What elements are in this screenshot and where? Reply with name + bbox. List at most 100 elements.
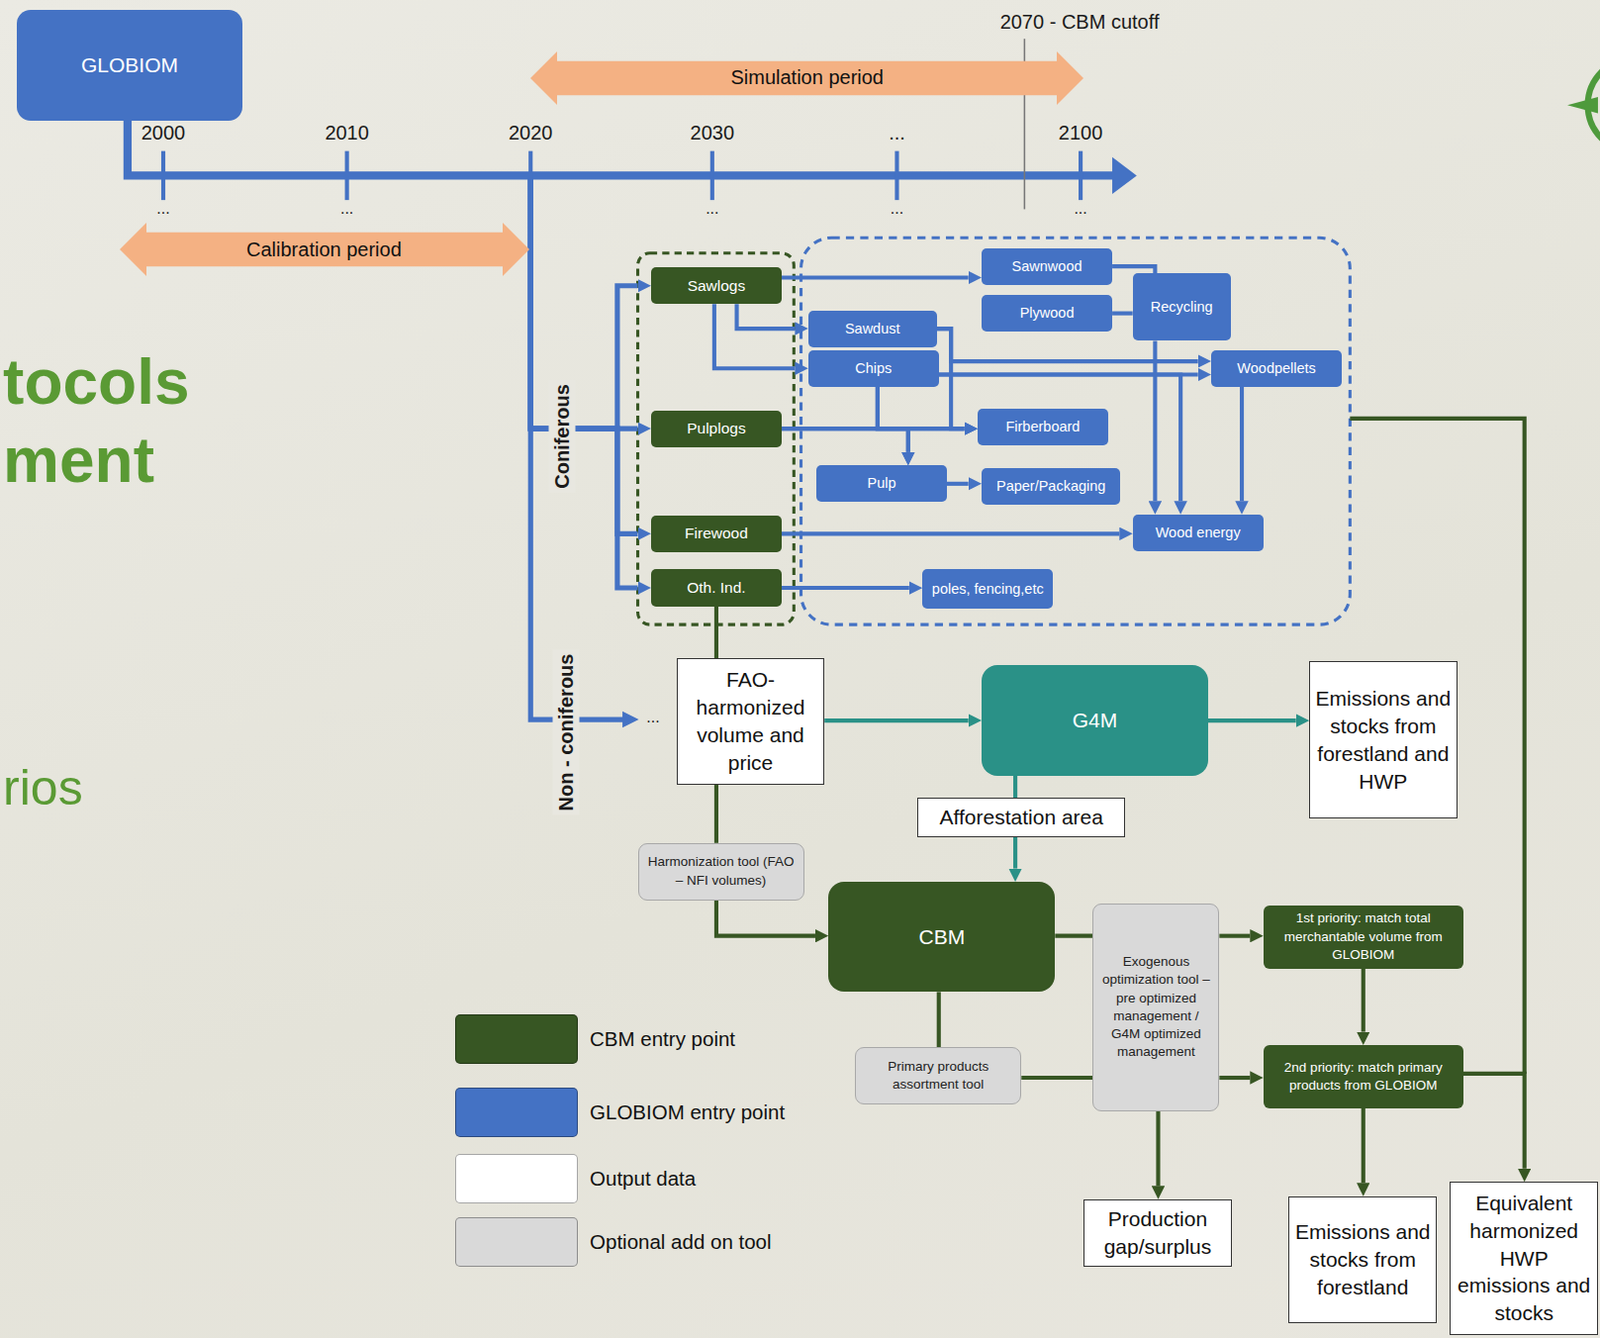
node-text: Plywood bbox=[985, 303, 1109, 323]
tool-box: Exogenous optimization tool – pre optimi… bbox=[1092, 903, 1220, 1112]
year-label: 2000 bbox=[141, 121, 187, 145]
node-text: Wood energy bbox=[1136, 523, 1260, 543]
flow-connector bbox=[824, 718, 968, 723]
non-coniferous-branch bbox=[530, 175, 625, 720]
node-text: FAO- harmonized volume and price bbox=[681, 665, 821, 777]
band-arrow bbox=[119, 222, 530, 277]
ellipsis-mark: ... bbox=[890, 199, 904, 218]
flow-connector bbox=[1021, 1075, 1093, 1080]
tick bbox=[894, 151, 899, 201]
flow-connector bbox=[946, 481, 969, 486]
product-group bbox=[801, 237, 1351, 625]
year-label: ... bbox=[888, 121, 906, 145]
cutoff-label: 2070 - CBM cutoff bbox=[1000, 9, 1160, 33]
output-box: FAO- harmonized volume and price bbox=[676, 658, 826, 785]
product-box: Firberboard bbox=[977, 408, 1109, 446]
legend-text: Optional add on tool bbox=[589, 1229, 772, 1254]
flow-connector bbox=[737, 303, 796, 329]
flow-connector bbox=[127, 120, 639, 535]
legend-text: CBM entry point bbox=[589, 1027, 736, 1051]
tool-box: Primary products assortment tool bbox=[854, 1046, 1022, 1105]
node-text: Calibration period bbox=[149, 236, 500, 263]
product-box: Woodpellets bbox=[1211, 350, 1342, 387]
period-band: Simulation period bbox=[530, 51, 1084, 105]
node-text: Sawnwood bbox=[985, 257, 1109, 277]
flow-connector bbox=[714, 303, 795, 369]
ellipsis-mark: ... bbox=[705, 199, 719, 218]
tick bbox=[1078, 151, 1083, 201]
product-box: Sawdust bbox=[808, 310, 938, 348]
flow-connector bbox=[1013, 837, 1018, 869]
node-text: Firewood bbox=[655, 523, 778, 544]
slide-text-fragment: rios bbox=[2, 759, 84, 818]
node-text: Emissions and stocks from forestland bbox=[1293, 1218, 1432, 1302]
node-text: Emissions and stocks from forestland and… bbox=[1314, 684, 1453, 796]
flow-connector bbox=[781, 275, 969, 280]
flow-connector bbox=[714, 784, 719, 844]
legend-text: GLOBIOM entry point bbox=[589, 1100, 785, 1125]
legend-text: Output data bbox=[589, 1166, 696, 1191]
ellipsis-mark: ... bbox=[156, 199, 170, 218]
node-text: Equivalent harmonized HWP emissions and … bbox=[1454, 1189, 1594, 1328]
product-box: Sawnwood bbox=[981, 248, 1113, 285]
product-box: Pulp bbox=[816, 465, 947, 502]
node-text: 1st priority: match total merchantable v… bbox=[1269, 909, 1458, 964]
assortment-box: Firewood bbox=[651, 515, 782, 553]
flow-connector bbox=[939, 374, 1181, 501]
output-box: Afforestation area bbox=[917, 797, 1126, 837]
node-text: G4M bbox=[985, 706, 1205, 734]
node-text: Production gap/surplus bbox=[1088, 1205, 1227, 1261]
node-text: CBM bbox=[832, 923, 1051, 950]
slide-title-fragment: tocols bbox=[2, 346, 189, 420]
node-text: Afforestation area bbox=[922, 803, 1121, 832]
flow-connector bbox=[127, 120, 639, 588]
flow-connector bbox=[937, 991, 942, 1047]
priority-box: 1st priority: match total merchantable v… bbox=[1263, 905, 1464, 969]
product-box: Wood energy bbox=[1132, 514, 1264, 552]
timeline-axis bbox=[127, 120, 1115, 177]
flow-connector bbox=[781, 531, 1120, 536]
node-text: Simulation period bbox=[560, 64, 1054, 91]
node-text: Firberboard bbox=[981, 417, 1105, 437]
node-text: Primary products assortment tool bbox=[860, 1057, 1016, 1094]
tick bbox=[710, 151, 715, 201]
product-box: Chips bbox=[808, 350, 940, 387]
year-label: 2010 bbox=[324, 121, 370, 145]
node-text: Pulplogs bbox=[655, 418, 778, 439]
model-box: GLOBIOM bbox=[16, 9, 244, 120]
compass-needle bbox=[1567, 96, 1599, 114]
flow-connector bbox=[1361, 1108, 1366, 1183]
output-box: Emissions and stocks from forestland and… bbox=[1309, 660, 1458, 819]
flow-connector bbox=[716, 900, 816, 937]
ellipsis-mark: ... bbox=[340, 199, 354, 218]
flow-connector bbox=[1112, 266, 1155, 274]
year-label: 2100 bbox=[1058, 121, 1104, 145]
legend-swatch bbox=[455, 1087, 578, 1137]
node-text: 2nd priority: match primary products fro… bbox=[1269, 1058, 1458, 1095]
legend-swatch bbox=[455, 1014, 578, 1064]
category-label: Coniferous bbox=[549, 380, 576, 494]
node-text: Sawdust bbox=[812, 319, 934, 339]
period-band: Calibration period bbox=[119, 222, 530, 277]
category-label: Non - coniferous bbox=[553, 650, 580, 816]
legend-swatch bbox=[455, 1217, 578, 1267]
product-box: Plywood bbox=[981, 294, 1113, 332]
band-arrow bbox=[530, 51, 1084, 105]
flow-connector bbox=[1219, 1075, 1250, 1080]
node-text: Paper/Packaging bbox=[985, 476, 1117, 496]
tool-box: Harmonization tool (FAO – NFI volumes) bbox=[638, 843, 805, 901]
node-text: Chips bbox=[812, 359, 936, 378]
output-box: Production gap/surplus bbox=[1083, 1199, 1232, 1267]
product-box: Paper/Packaging bbox=[981, 468, 1121, 505]
node-text: Harmonization tool (FAO – NFI volumes) bbox=[644, 852, 799, 889]
node-text: Woodpellets bbox=[1215, 359, 1338, 378]
model-box: CBM bbox=[828, 881, 1055, 992]
assortment-box: Oth. Ind. bbox=[651, 568, 782, 606]
node-text: poles, fencing,etc bbox=[926, 579, 1049, 599]
flow-connector bbox=[877, 386, 909, 453]
flow-connector bbox=[1112, 311, 1133, 316]
flow-connector bbox=[1152, 340, 1157, 501]
node-text: Oth. Ind. bbox=[655, 577, 778, 598]
flow-connector bbox=[1155, 1111, 1160, 1186]
node-text: GLOBIOM bbox=[20, 51, 240, 79]
